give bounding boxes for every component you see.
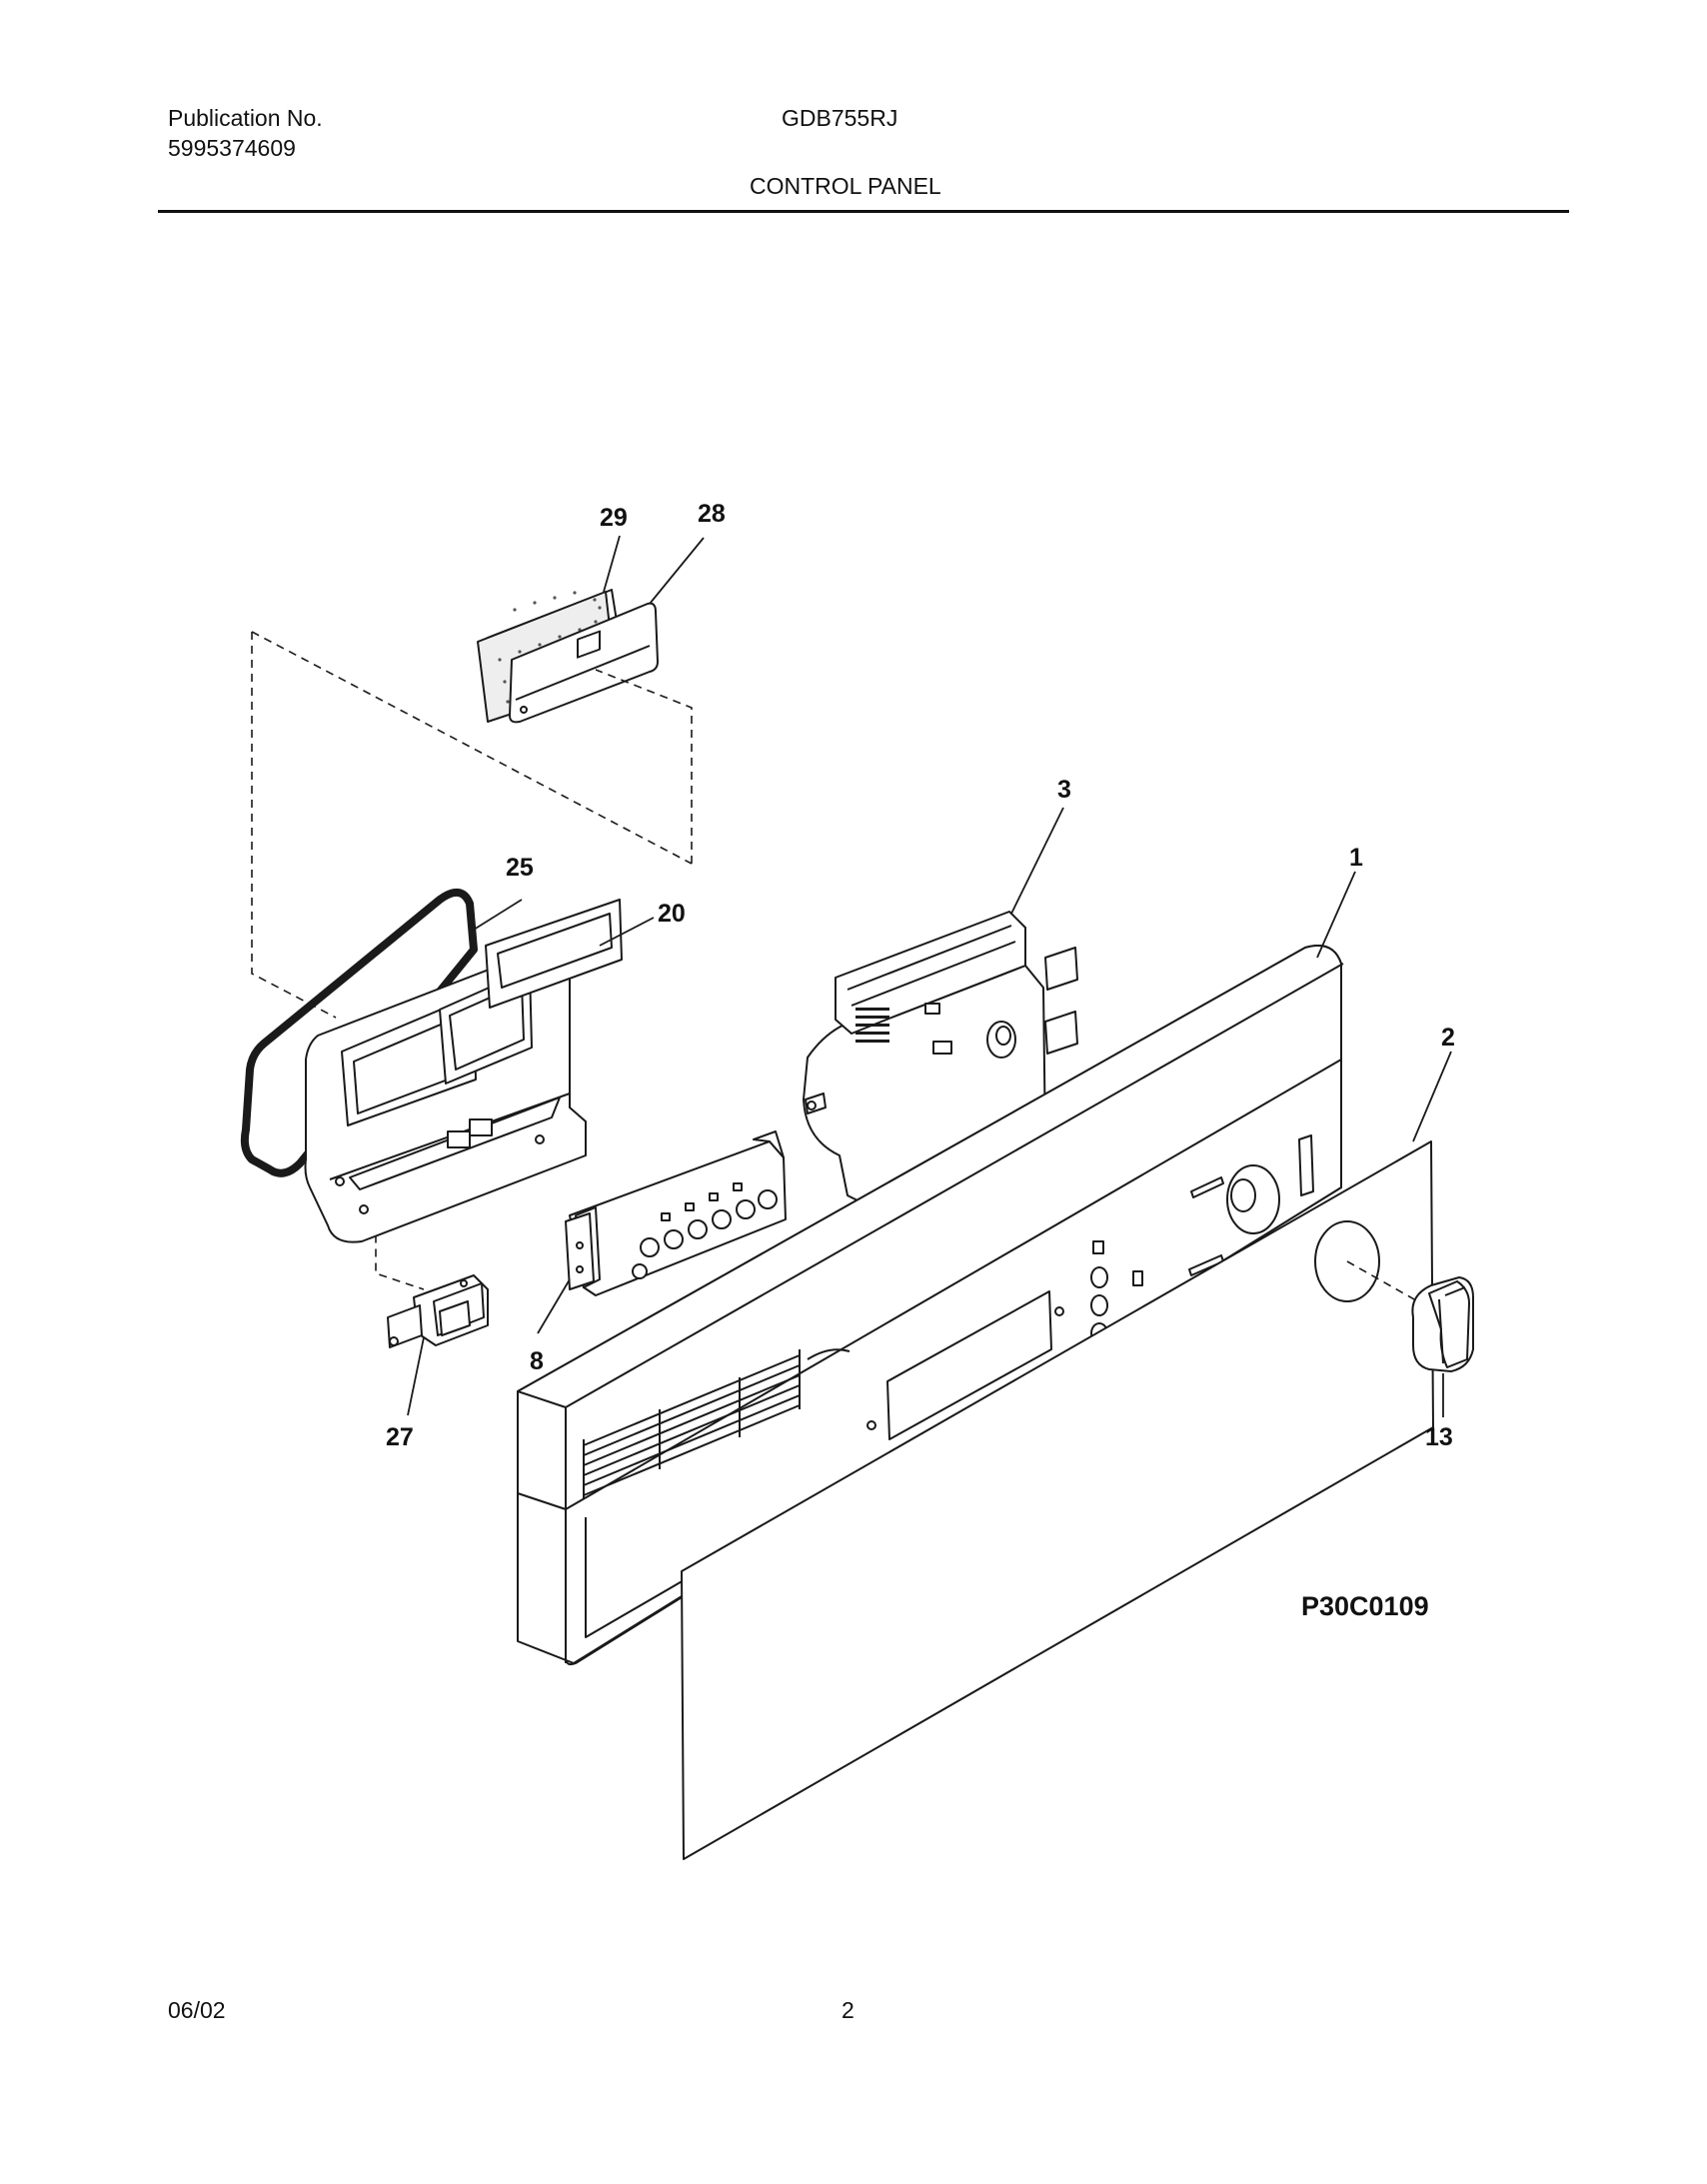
leader-lines [407,535,1452,1417]
part-27-switch [387,1274,489,1348]
header-rule [158,210,1569,213]
publication-number: 5995374609 [168,135,296,161]
model-number: GDB755RJ [782,105,898,131]
section-title: CONTROL PANEL [750,173,941,199]
callout-29: 29 [600,504,628,532]
callout-3: 3 [1057,776,1071,804]
callout-25: 25 [506,854,534,882]
callout-2: 2 [1441,1024,1455,1052]
part-25-gasket [240,889,478,1177]
callout-28: 28 [698,500,726,528]
part-13-knob [1411,1276,1474,1372]
part-8-button-module [565,1130,787,1296]
callout-1: 1 [1349,844,1363,872]
part-1-control-panel [517,945,1344,1666]
vent-slots [583,1349,801,1499]
callout-27: 27 [386,1423,414,1451]
part-28-filter-cover [509,602,659,724]
diagram-code: P30C0109 [1301,1591,1429,1621]
footer-date: 06/02 [168,1997,226,2023]
callout-20: 20 [658,900,686,928]
page-number: 2 [842,1997,854,2023]
callout-13: 13 [1425,1423,1453,1451]
part-20-dispenser [304,899,623,1243]
publication-label: Publication No. [168,105,323,131]
callout-8: 8 [530,1347,544,1375]
